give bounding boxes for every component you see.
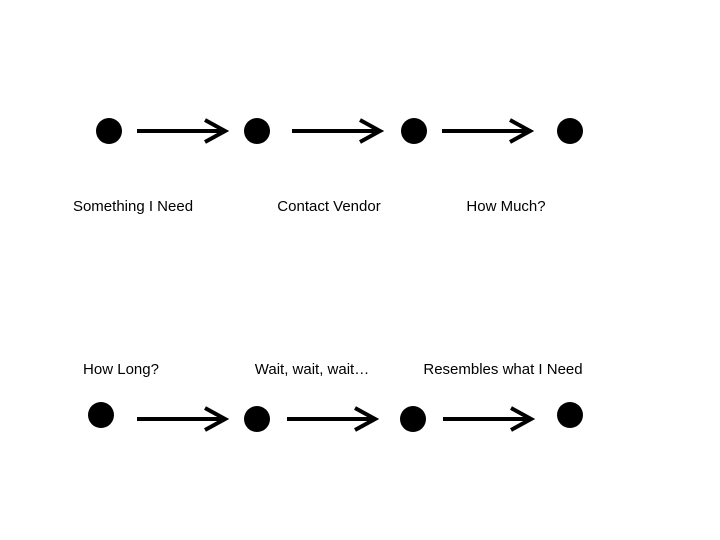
top-arrow-2 [292,118,384,144]
bottom-node-2 [244,406,270,432]
bottom-arrow-2 [287,406,379,432]
top-node-3 [401,118,427,144]
top-label-1: Something I Need [72,198,194,215]
top-label-2: Contact Vendor [277,198,381,215]
bottom-arrow-3 [443,406,535,432]
bottom-node-1 [88,402,114,428]
bottom-label-2: Wait, wait, wait… [254,361,370,378]
top-node-1 [96,118,122,144]
bottom-label-1: How Long? [83,361,159,378]
bottom-arrow-1 [137,406,229,432]
bottom-node-4 [557,402,583,428]
bottom-label-3: Resembles what I Need [423,361,583,378]
top-node-4 [557,118,583,144]
top-label-3: How Much? [466,198,546,215]
bottom-node-3 [400,406,426,432]
top-node-2 [244,118,270,144]
top-arrow-3 [442,118,534,144]
top-arrow-1 [137,118,229,144]
